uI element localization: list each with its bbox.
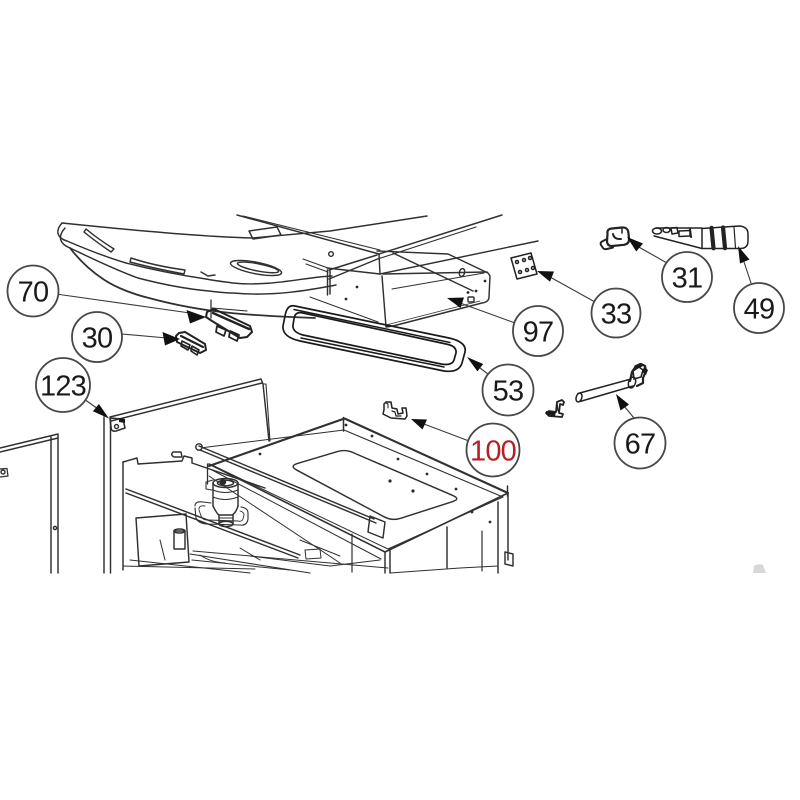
svg-text:70: 70 <box>18 277 49 309</box>
svg-text:33: 33 <box>601 299 632 331</box>
svg-text:49: 49 <box>744 294 775 326</box>
svg-text:31: 31 <box>672 263 703 295</box>
svg-text:123: 123 <box>40 371 86 403</box>
svg-text:30: 30 <box>82 323 113 355</box>
svg-text:67: 67 <box>625 429 656 461</box>
svg-text:53: 53 <box>493 376 524 408</box>
svg-text:100: 100 <box>470 436 516 468</box>
svg-text:97: 97 <box>523 317 554 349</box>
